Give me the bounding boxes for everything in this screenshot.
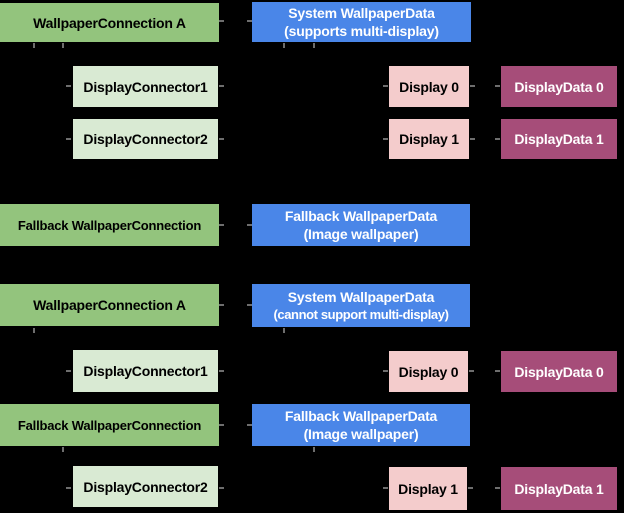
connector-stub [468,487,473,489]
connector-stub [219,304,224,306]
fallback-wallpaper-connection-box-bottom: Fallback WallpaperConnection [0,404,219,446]
system-wallpaper-data-multi-line2: (supports multi-display) [284,23,439,39]
connector-stub [219,20,224,22]
connector-stub [66,138,71,140]
display-connector-2-box-bottom: DisplayConnector2 [73,466,218,507]
wallpaper-connection-a-box-bottom: WallpaperConnection A [0,284,219,326]
display-data-1-box-top: DisplayData 1 [501,119,617,159]
connector-stub [470,138,475,140]
connector-stub [313,447,315,452]
connector-stub [247,424,252,426]
connector-stub [469,370,474,372]
connector-stub [283,43,285,48]
connector-stub [247,224,252,226]
display-1-box-top: Display 1 [389,119,469,159]
display-data-0-box-bottom: DisplayData 0 [501,351,617,392]
system-wallpaper-data-cannot-line2: (cannot support multi-display) [273,306,449,322]
system-wallpaper-data-cannot-line1: System WallpaperData [287,288,435,305]
connector-stub [62,43,64,48]
system-wallpaper-data-cannot-box: System WallpaperData (cannot support mul… [252,284,470,327]
connector-stub [313,43,315,48]
fallback-wallpaper-data-box-bottom: Fallback WallpaperData (Image wallpaper) [252,404,470,446]
connector-stub [66,487,71,489]
connector-stub [219,85,224,87]
system-wallpaper-data-multi-box: System WallpaperData (supports multi-dis… [252,2,471,42]
display-data-0-box-top: DisplayData 0 [501,66,617,107]
connector-stub [495,487,500,489]
connector-stub [219,370,224,372]
connector-stub [219,424,224,426]
connector-stub [247,304,252,306]
connector-stub [66,85,71,87]
fallback-wallpaper-data-bottom-line1: Fallback WallpaperData [284,408,438,424]
display-0-box-bottom: Display 0 [389,351,468,392]
connector-stub [495,138,500,140]
connector-stub [219,224,224,226]
fallback-wallpaper-data-top-line1: Fallback WallpaperData [284,208,438,224]
connector-stub [383,487,388,489]
display-connector-2-box-top: DisplayConnector2 [73,119,218,159]
connector-stub [495,370,500,372]
connector-stub [383,370,388,372]
wallpaper-connection-a-box-top: WallpaperConnection A [0,3,219,42]
connector-stub [219,138,224,140]
connector-stub [33,328,35,333]
display-data-1-box-bottom: DisplayData 1 [501,467,617,510]
connector-stub [470,85,475,87]
display-connector-1-box-bottom: DisplayConnector1 [73,350,218,392]
connector-stub [247,20,252,22]
display-connector-1-box-top: DisplayConnector1 [73,66,218,107]
fallback-wallpaper-data-box-top: Fallback WallpaperData (Image wallpaper) [252,204,470,246]
connector-stub [66,370,71,372]
system-wallpaper-data-multi-line1: System WallpaperData [288,5,435,21]
display-0-box-top: Display 0 [389,66,469,107]
connector-stub [283,328,285,333]
connector-stub [495,85,500,87]
fallback-wallpaper-data-bottom-line2: (Image wallpaper) [303,426,419,442]
connector-stub [33,43,35,48]
fallback-wallpaper-data-top-line2: (Image wallpaper) [303,226,419,242]
connector-stub [219,487,224,489]
connector-stub [383,85,388,87]
connector-stub [383,138,388,140]
display-1-box-bottom: Display 1 [389,467,467,510]
fallback-wallpaper-connection-box-top: Fallback WallpaperConnection [0,204,219,246]
connector-stub [62,447,64,452]
